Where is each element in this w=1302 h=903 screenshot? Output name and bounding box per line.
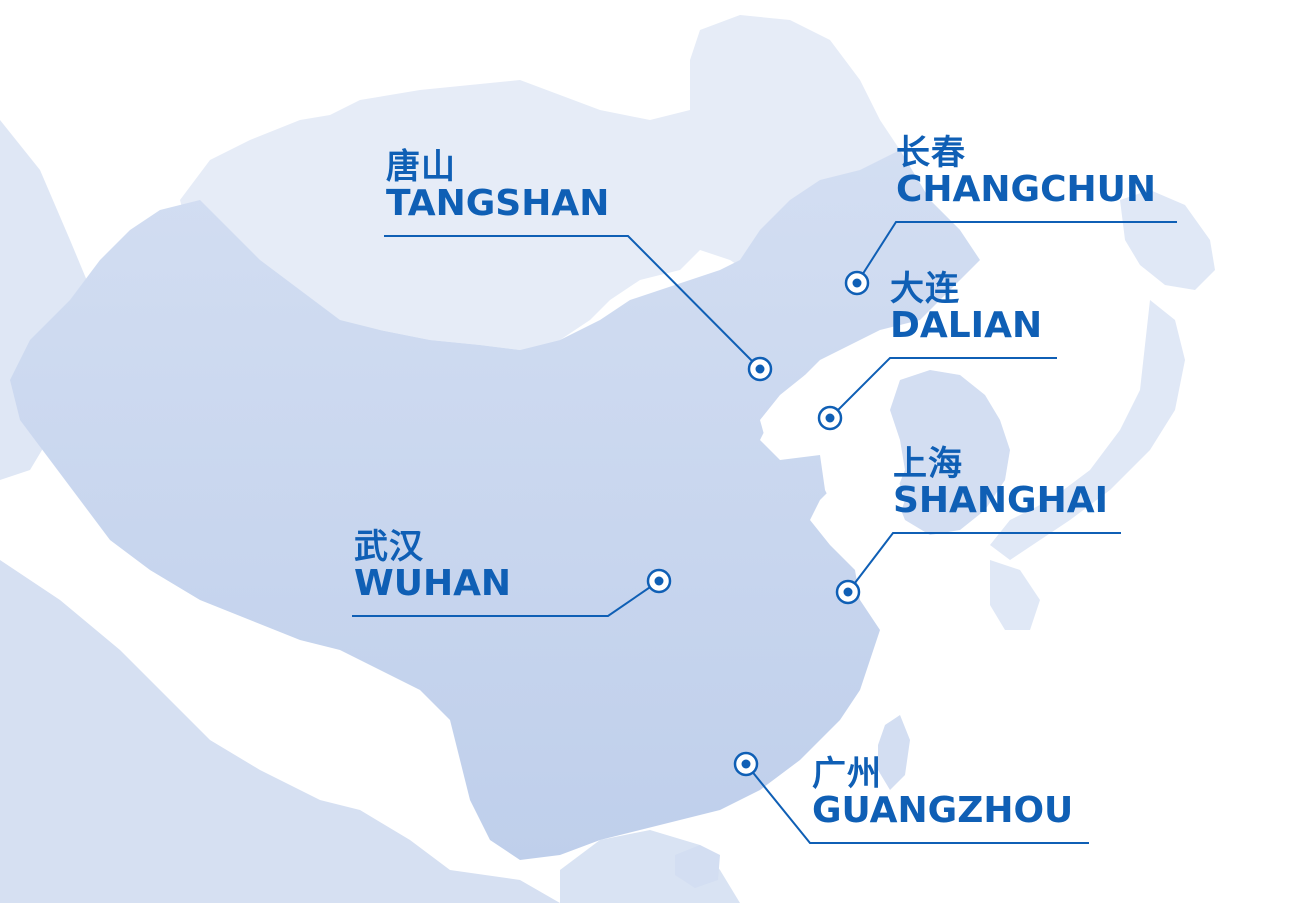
leader-dalian bbox=[829, 357, 1057, 419]
land-hainan bbox=[675, 845, 720, 888]
label-changchun[interactable]: 长春 CHANGCHUN bbox=[896, 136, 1156, 208]
marker-shanghai[interactable] bbox=[835, 579, 861, 605]
leader-tangshan bbox=[384, 235, 761, 370]
city-name-en: TANGSHAN bbox=[386, 183, 610, 224]
city-name-cn: 上海 bbox=[893, 444, 963, 484]
land-china bbox=[10, 150, 980, 860]
land-japan-south bbox=[990, 560, 1040, 630]
leader-lines bbox=[352, 221, 1177, 844]
leader-wuhan bbox=[352, 580, 660, 617]
leader-guangzhou bbox=[745, 763, 1089, 844]
land-japan-north bbox=[1120, 190, 1215, 290]
label-tangshan[interactable]: 唐山 TANGSHAN bbox=[386, 150, 609, 222]
leader-shanghai bbox=[847, 532, 1121, 593]
leader-changchun bbox=[856, 221, 1177, 284]
marker-tangshan[interactable] bbox=[747, 356, 773, 382]
city-name-en: CHANGCHUN bbox=[896, 169, 1156, 210]
land-taiwan bbox=[878, 715, 910, 790]
sea-yellow bbox=[820, 450, 905, 545]
city-name-en: GUANGZHOU bbox=[812, 790, 1074, 831]
marker-changchun[interactable] bbox=[844, 270, 870, 296]
land-korea bbox=[890, 370, 1010, 535]
city-name-en: DALIAN bbox=[890, 305, 1043, 346]
city-name-en: SHANGHAI bbox=[893, 480, 1108, 521]
city-name-cn: 唐山 bbox=[386, 147, 456, 187]
label-wuhan[interactable]: 武汉 WUHAN bbox=[354, 530, 511, 602]
city-name-cn: 大连 bbox=[890, 269, 960, 309]
label-dalian[interactable]: 大连 DALIAN bbox=[890, 272, 1042, 344]
city-markers bbox=[646, 270, 870, 777]
marker-wuhan[interactable] bbox=[646, 568, 672, 594]
label-guangzhou[interactable]: 广州 GUANGZHOU bbox=[812, 757, 1073, 829]
city-name-cn: 武汉 bbox=[354, 527, 424, 567]
label-shanghai[interactable]: 上海 SHANGHAI bbox=[893, 447, 1108, 519]
land-south bbox=[0, 560, 560, 903]
marker-guangzhou[interactable] bbox=[733, 751, 759, 777]
city-name-cn: 长春 bbox=[896, 133, 966, 173]
city-name-cn: 广州 bbox=[812, 754, 882, 794]
sea-bohai bbox=[760, 370, 850, 445]
marker-dalian[interactable] bbox=[817, 405, 843, 431]
city-name-en: WUHAN bbox=[354, 563, 512, 604]
